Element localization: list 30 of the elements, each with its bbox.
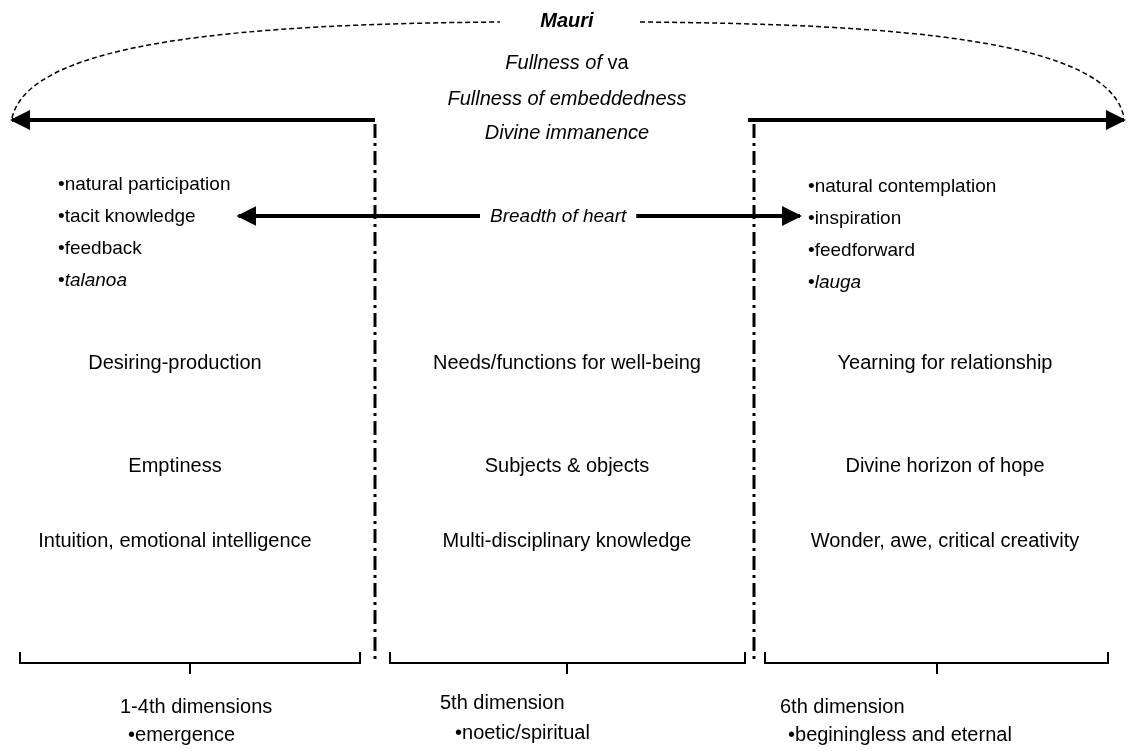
list-item: •lauga xyxy=(808,270,863,294)
list-item: •talanoa xyxy=(58,268,128,292)
label-text: Desiring-production xyxy=(87,350,263,375)
list-item: •tacit knowledge xyxy=(58,204,197,228)
list-item: •natural participation xyxy=(58,172,231,196)
label-text: Fullness of embeddedness xyxy=(446,86,688,111)
label-text: Emptiness xyxy=(127,453,223,478)
label-text: Wonder, awe, critical creativity xyxy=(809,528,1081,553)
list-item: •feedforward xyxy=(808,238,916,262)
label-text: Subjects & objects xyxy=(483,453,651,478)
label-text: Multi-disciplinary knowledge xyxy=(441,528,693,553)
label-text: Breadth of heart xyxy=(490,204,627,228)
label-text: •beginingless and eternal xyxy=(788,722,1012,747)
list-item: •feedback xyxy=(58,236,143,260)
label-text: 6th dimension xyxy=(780,694,905,719)
arrow xyxy=(636,206,802,226)
label-text: Intuition, emotional intelligence xyxy=(37,528,313,553)
label-text: •noetic/spiritual xyxy=(455,720,590,745)
label-text: Divine horizon of hope xyxy=(844,453,1046,478)
label-text: 1-4th dimensions xyxy=(120,694,273,719)
label-text: 5th dimension xyxy=(440,690,565,715)
list-item: •inspiration xyxy=(808,206,903,230)
title-text: Mauri xyxy=(539,8,595,33)
label-text: Fullness of va xyxy=(504,50,630,75)
list-item: •natural contemplation xyxy=(808,174,997,198)
label-text: •emergence xyxy=(128,722,236,747)
label-text: Yearning for relationship xyxy=(836,350,1054,375)
arrow xyxy=(236,206,480,226)
label-text: Divine immanence xyxy=(483,120,651,145)
label-text: Needs/functions for well-being xyxy=(432,350,702,375)
